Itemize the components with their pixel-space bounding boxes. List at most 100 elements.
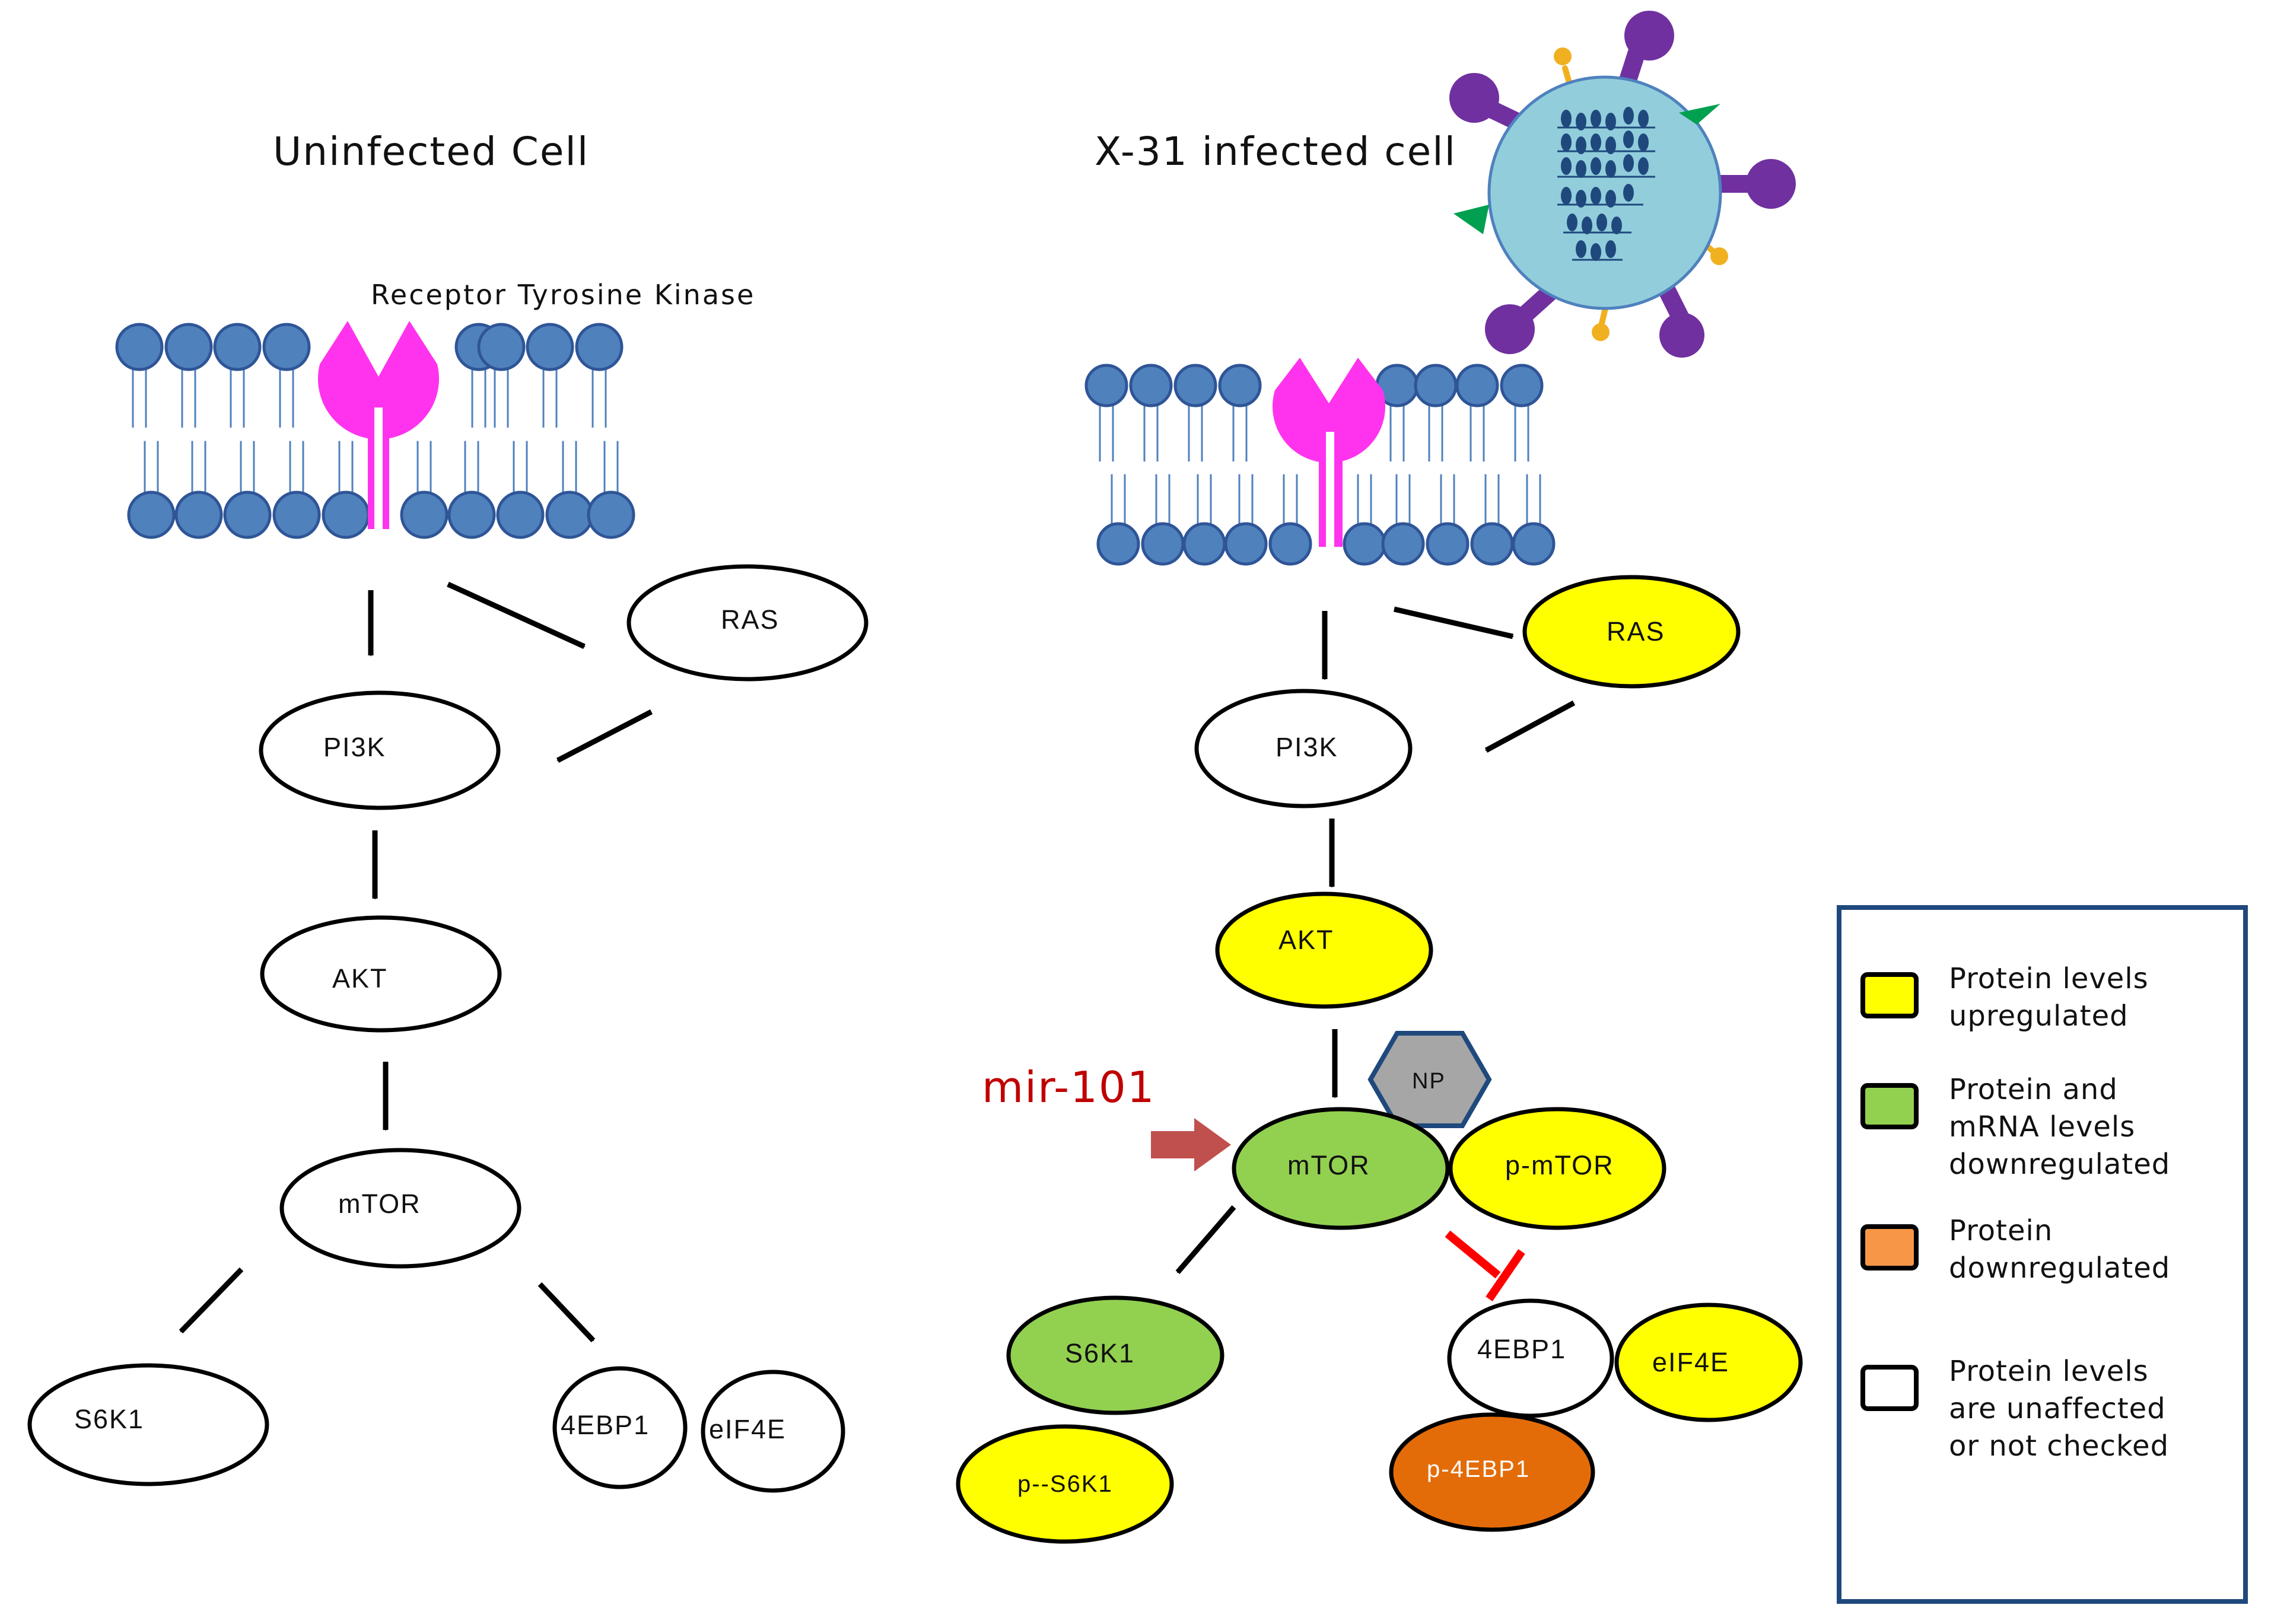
svg-text:PI3K: PI3K [1276, 732, 1338, 762]
lipid-head [477, 323, 526, 371]
cell-membrane-right [1084, 364, 1556, 566]
lipid-head [272, 491, 321, 539]
node-np-infected: NP [1367, 1031, 1492, 1128]
lipid-head [1500, 364, 1544, 407]
inhibition-marker [1445, 1230, 1525, 1301]
legend-item: Protein downregulated [1860, 1214, 2170, 1285]
lipid-head [164, 323, 213, 371]
lipid-head [262, 323, 311, 371]
mir-101-label: mir-101 [982, 1062, 1156, 1112]
lipid-head [1381, 522, 1425, 566]
lipid-head [1218, 364, 1262, 407]
infected-cell-title: X-31 infected cell [1095, 129, 1456, 174]
arrows-uninfected [179, 581, 653, 1343]
lipid-head [400, 491, 449, 539]
receptor-tyrosine-kinase-left-icon [318, 321, 439, 529]
cell-membrane-left [115, 323, 635, 539]
svg-text:S6K1: S6K1 [74, 1404, 144, 1434]
svg-text:S6K1: S6K1 [1065, 1338, 1135, 1368]
legend-label: mRNA levels [1949, 1110, 2135, 1144]
svg-text:eIF4E: eIF4E [709, 1414, 786, 1444]
lipid-head [545, 491, 594, 539]
node-ras-uninfected: RAS [626, 564, 869, 682]
lipid-head [1182, 522, 1226, 566]
lipid-head [1455, 364, 1499, 407]
lipid-head [1414, 364, 1458, 407]
svg-text:RAS: RAS [1607, 616, 1665, 647]
lipid-head [1426, 522, 1470, 566]
lipid-head [447, 491, 496, 539]
svg-text:PI3K: PI3K [323, 732, 386, 762]
lipid-head [526, 323, 574, 371]
node-ps6k1-infected: p--S6K1 [956, 1424, 1174, 1544]
lipid-head [1129, 364, 1173, 407]
legend-swatch [1860, 1224, 1919, 1270]
node-pi3k-uninfected: PI3K [259, 690, 501, 810]
svg-text:mTOR: mTOR [338, 1189, 421, 1219]
legend-label: downregulated [1949, 1252, 2170, 1285]
node-akt-infected: AKT [1215, 891, 1433, 1009]
svg-text:4EBP1: 4EBP1 [561, 1410, 650, 1440]
node-p4ebp1-infected: p-4EBP1 [1389, 1412, 1595, 1532]
lipid-head [1096, 522, 1140, 566]
legend-label: Protein [1949, 1214, 2053, 1247]
uninfected-cell-title: Uninfected Cell [273, 129, 589, 174]
svg-text:p-4EBP1: p-4EBP1 [1427, 1456, 1530, 1482]
node-4ebp1-uninfected: 4EBP1 [552, 1366, 688, 1489]
lipid-head [322, 491, 370, 539]
node-4ebp1-infected: 4EBP1 [1447, 1298, 1614, 1418]
legend-label: Protein levels [1949, 962, 2149, 995]
lipid-head [174, 491, 223, 539]
legend-item: Protein levels upregulated [1860, 962, 2149, 1033]
legend-label: upregulated [1949, 999, 2129, 1033]
svg-text:AKT: AKT [1278, 925, 1334, 955]
lipid-head [496, 491, 545, 539]
lipid-head [1512, 522, 1556, 566]
receptor-tyrosine-kinase-right-icon [1273, 358, 1385, 547]
legend-swatch [1860, 1083, 1919, 1129]
node-pi3k-infected: PI3K [1194, 689, 1413, 808]
lipid-head [1173, 364, 1217, 407]
lipid-head [587, 491, 635, 539]
lipid-head [213, 323, 262, 371]
node-akt-uninfected: AKT [260, 915, 502, 1033]
svg-text:p--S6K1: p--S6K1 [1017, 1471, 1113, 1497]
svg-text:p-mTOR: p-mTOR [1505, 1150, 1614, 1180]
legend-item: Protein levels are unaffected or not check… [1860, 1355, 2169, 1463]
lipid-head [1470, 522, 1514, 566]
node-eif4e-infected: eIF4E [1614, 1303, 1803, 1422]
lipid-head [223, 491, 272, 539]
lipid-head [1084, 364, 1128, 407]
lipid-head [1268, 522, 1312, 566]
lipid-head [127, 491, 176, 539]
node-mtor-uninfected: mTOR [279, 1148, 521, 1269]
lipid-head [1141, 522, 1185, 566]
lipid-head [1343, 522, 1386, 566]
lipid-head [115, 323, 164, 371]
legend-label: are unaffected [1949, 1392, 2166, 1425]
legend-label: Protein and [1949, 1073, 2118, 1106]
receptor-label: Receptor Tyrosine Kinase [371, 279, 755, 311]
virus-particle-icon [1449, 11, 1796, 358]
legend-swatch [1860, 972, 1919, 1018]
legend-label: Protein levels [1949, 1355, 2149, 1388]
svg-text:AKT: AKT [332, 963, 388, 993]
lipid-head [575, 323, 624, 371]
legend-label: downregulated [1949, 1148, 2170, 1181]
svg-text:mTOR: mTOR [1287, 1150, 1370, 1180]
legend-swatch [1860, 1365, 1919, 1411]
node-eif4e-uninfected: eIF4E [701, 1370, 845, 1493]
node-mtor-infected: mTOR [1232, 1107, 1450, 1230]
node-pmtor-infected: p-mTOR [1448, 1107, 1666, 1230]
svg-text:4EBP1: 4EBP1 [1477, 1334, 1566, 1364]
legend-label: or not checked [1949, 1429, 2169, 1463]
legend-item: Protein and mRNA levels downregulated [1860, 1073, 2170, 1181]
svg-text:NP: NP [1412, 1069, 1446, 1094]
svg-text:eIF4E: eIF4E [1652, 1347, 1729, 1377]
node-s6k1-uninfected: S6K1 [27, 1363, 269, 1486]
mir-101-arrow-icon [1151, 1118, 1231, 1171]
lipid-head [1224, 522, 1268, 566]
node-s6k1-infected: S6K1 [1006, 1295, 1224, 1415]
